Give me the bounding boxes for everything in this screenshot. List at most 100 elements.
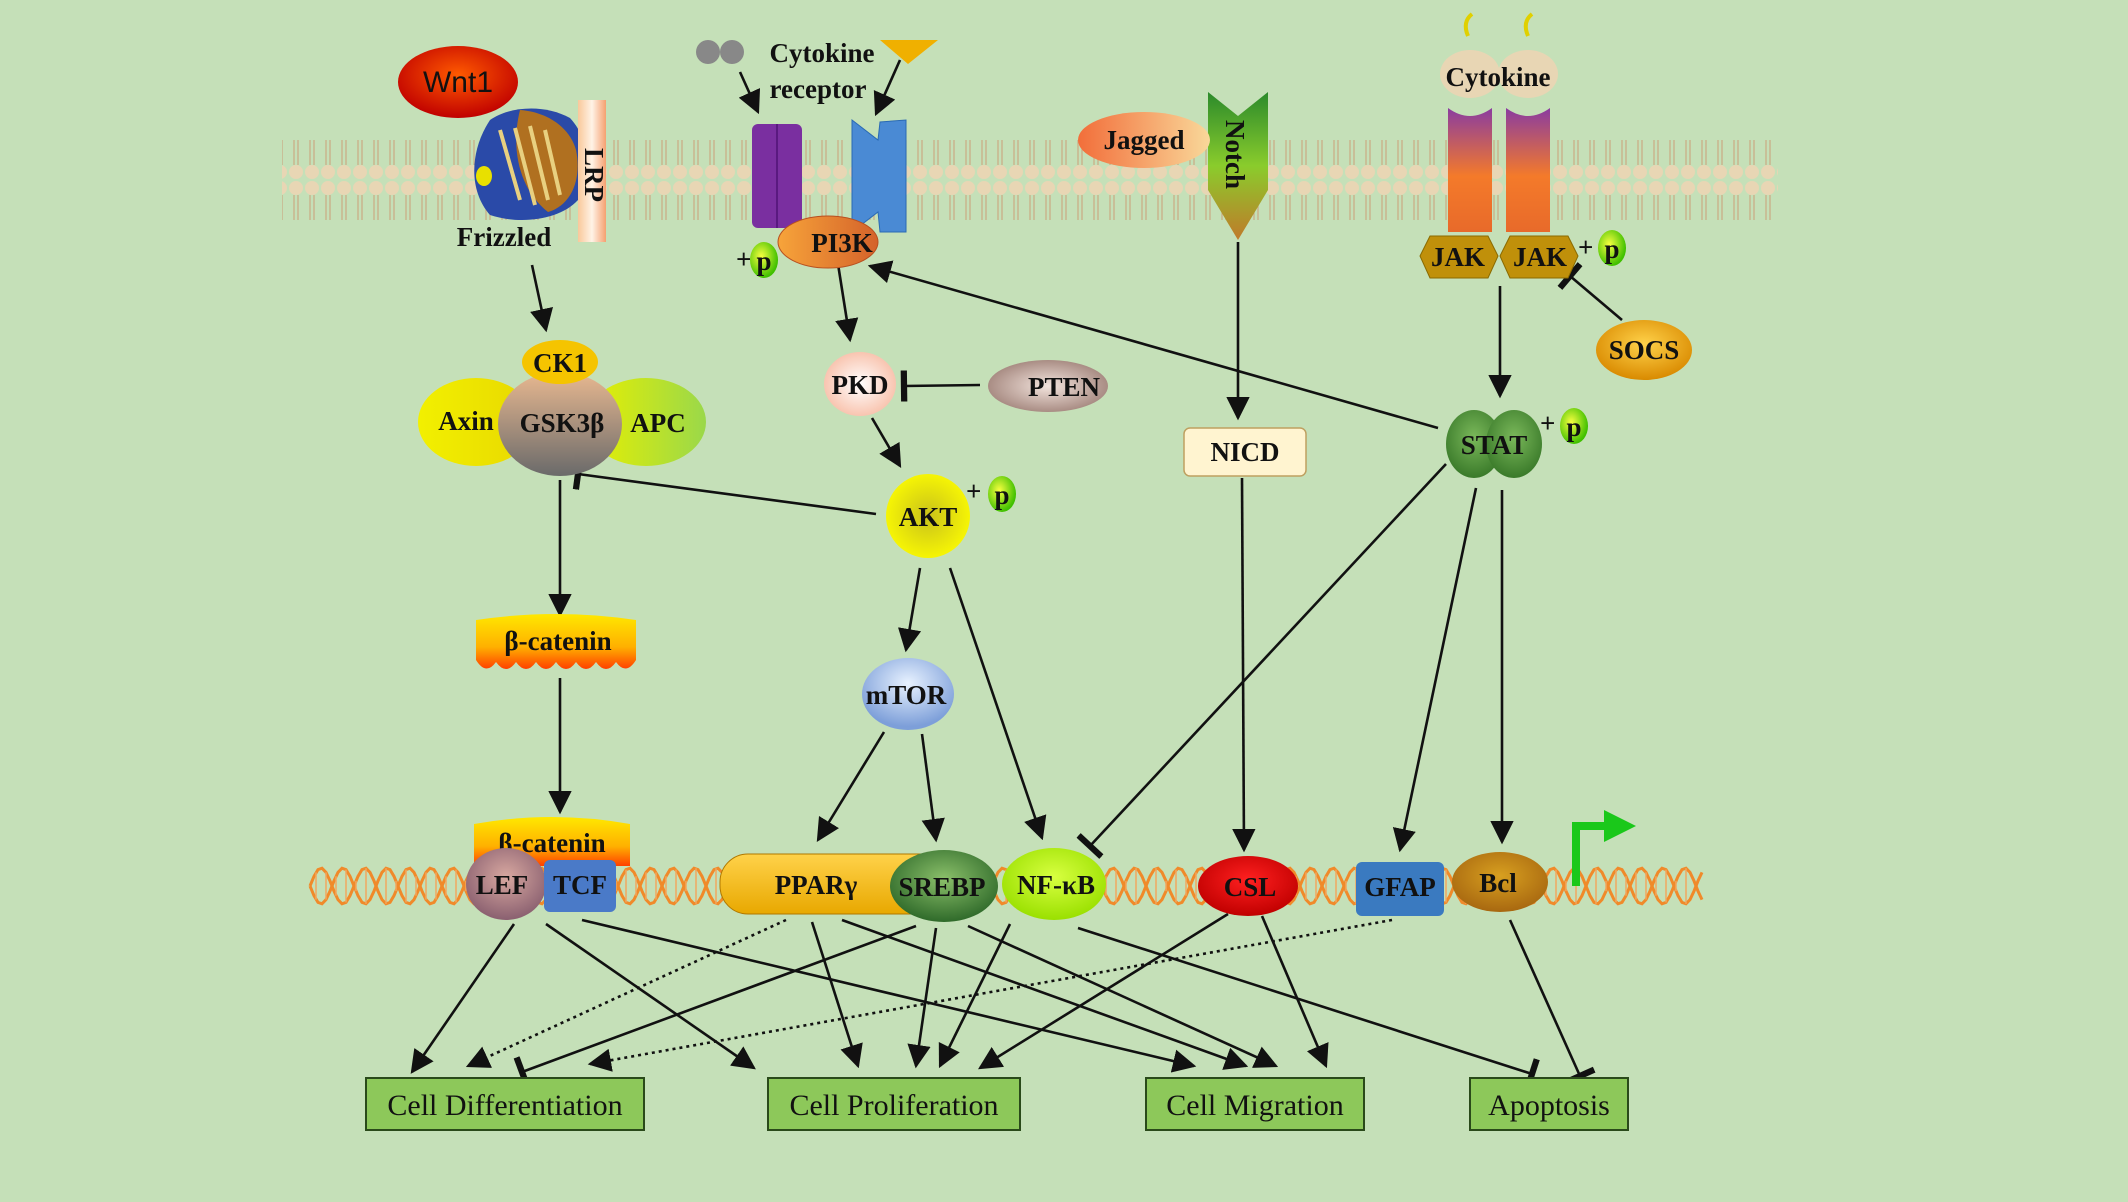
srebp-label: SREBP (898, 872, 985, 902)
outcome-differentiation-label: Cell Differentiation (387, 1089, 622, 1122)
arrow-csl-to-prolif (978, 912, 1229, 1070)
arrow-srebp-to-prolif (907, 927, 938, 1069)
arrow-ligand2-to-receptor (873, 59, 902, 117)
arrow-akt-to-mtor (898, 567, 922, 653)
bcl-node (1452, 852, 1548, 912)
jagged-ligand (1078, 112, 1210, 168)
cytokine-ligand (1440, 50, 1500, 98)
jak-left-label: JAK (1431, 242, 1485, 272)
cellular-outcomes: Cell Differentiation Cell Proliferation … (365, 1077, 1629, 1131)
wnt1-label: Wnt1 (423, 66, 493, 99)
pi3k-akt-pathway: PKD PTEN AKT + p mTOR (824, 352, 1108, 730)
nfkb-label: NF-κB (1017, 870, 1095, 900)
ligand-triangle-icon (880, 40, 938, 64)
outcome-proliferation-box (767, 1077, 1021, 1131)
inhibit-bcl-to-apop (1508, 919, 1596, 1086)
nucleus-factors: β-catenin LEF TCF PPARγ SREBP NF-κB CSL … (466, 810, 1636, 922)
srebp-node (890, 850, 998, 922)
lrp-label: LRP (579, 148, 609, 202)
socs-node (1596, 320, 1692, 380)
jak-right (1499, 235, 1579, 279)
jagged-label: Jagged (1104, 125, 1185, 155)
phospho-badge (988, 476, 1016, 512)
outcome-differentiation-box (365, 1077, 645, 1131)
csl-node (1198, 856, 1298, 916)
socs-label: SOCS (1609, 335, 1680, 365)
beta-catenin-cytoplasm: β-catenin (476, 614, 636, 669)
pi3k-node (777, 215, 879, 269)
inhibit-stat-to-nfkb (1076, 463, 1447, 859)
arrow-lef-to-prolif (545, 922, 756, 1070)
tcf-label: TCF (553, 870, 607, 900)
arrow-nfkb-to-prolif (938, 923, 1012, 1069)
cytokine-receptor-right (1506, 108, 1550, 232)
inhibit-srebp-to-diff (513, 924, 917, 1088)
inhibit-socs-to-jak (1557, 262, 1623, 321)
cytokine-receptor-left (1448, 108, 1492, 232)
akt-label: AKT (899, 502, 958, 532)
lef-node (466, 848, 546, 920)
bcl-label: Bcl (1479, 868, 1517, 898)
wnt1-ligand (398, 46, 518, 118)
axin-label: Axin (438, 406, 494, 436)
svg-text:p: p (1566, 412, 1581, 442)
notch-complex: Notch Jagged NICD (1078, 92, 1307, 477)
frizzled-receptor (474, 108, 588, 220)
pten-node (988, 360, 1108, 412)
inhibit-akt-to-gsk (572, 458, 877, 516)
nfkb-node (1002, 848, 1106, 920)
wnt-complex: LRP Wnt1 Frizzled (398, 46, 609, 252)
outcome-apoptosis-box (1469, 1077, 1629, 1131)
arrow-mtor-to-ppar (816, 731, 886, 842)
mtor-node (862, 658, 954, 730)
destruction-complex: CK1 Axin GSK3β APC (418, 340, 706, 476)
stat-node (1486, 410, 1542, 478)
arrow-tcf-to-migr (581, 918, 1197, 1073)
outcome-migration-box (1145, 1077, 1365, 1131)
pathway-connectors (410, 59, 1623, 1090)
arrow-frizzled-to-ck1 (530, 264, 554, 333)
tcf-node (544, 860, 616, 912)
arrow-gfap-to-diff (587, 918, 1393, 1072)
gsk3b-label: GSK3β (520, 408, 605, 438)
arrow-akt-to-nfkb (948, 567, 1047, 841)
svg-text:p: p (994, 480, 1009, 510)
ck1-label: CK1 (533, 348, 587, 378)
pi3k-label: PI3K (811, 228, 873, 258)
jak-right-label: JAK (1513, 242, 1567, 272)
cytokine-ligand (1498, 50, 1558, 98)
phospho-plus: + (736, 244, 751, 274)
phospho-plus: + (966, 476, 981, 506)
notch-label: Notch (1220, 120, 1250, 189)
ligand-dot (720, 40, 744, 64)
csl-label: CSL (1224, 872, 1277, 902)
akt-node (886, 474, 970, 558)
jak-left (1419, 235, 1499, 279)
arrow-ppar-to-prolif (810, 921, 863, 1069)
ck1-node (522, 340, 598, 384)
lrp-coreceptor (578, 100, 606, 242)
notch-receptor (1208, 92, 1268, 240)
transcription-start-arrow-icon (1572, 822, 1610, 886)
ppar-label: PPARγ (775, 870, 858, 900)
lef-label: LEF (476, 870, 529, 900)
arrow-ppar-to-diff (465, 918, 787, 1068)
beta-catenin-label: β-catenin (504, 626, 611, 656)
phospho-badge (750, 242, 778, 278)
arrow-nicd-to-csl (1232, 477, 1256, 853)
phospho-badge (1598, 230, 1626, 266)
outcome-migration-label: Cell Migration (1166, 1089, 1343, 1122)
svg-text:p: p (756, 246, 771, 276)
arrow-srebp-to-migr (967, 924, 1279, 1068)
arrow-ligand-to-receptor (738, 71, 761, 115)
arrow-pi3k-to-pkd (835, 263, 859, 343)
jak-stat-complex: Cytokine JAK JAK + p SOCS STAT + p (1419, 12, 1692, 478)
mtor-label: mTOR (866, 680, 947, 710)
receptor-blue (851, 118, 907, 234)
nicd-node (1183, 427, 1307, 477)
stat-node (1446, 410, 1502, 478)
outcome-proliferation-label: Cell Proliferation (789, 1089, 998, 1122)
pkd-node (824, 352, 896, 416)
svg-text:p: p (1604, 234, 1619, 264)
